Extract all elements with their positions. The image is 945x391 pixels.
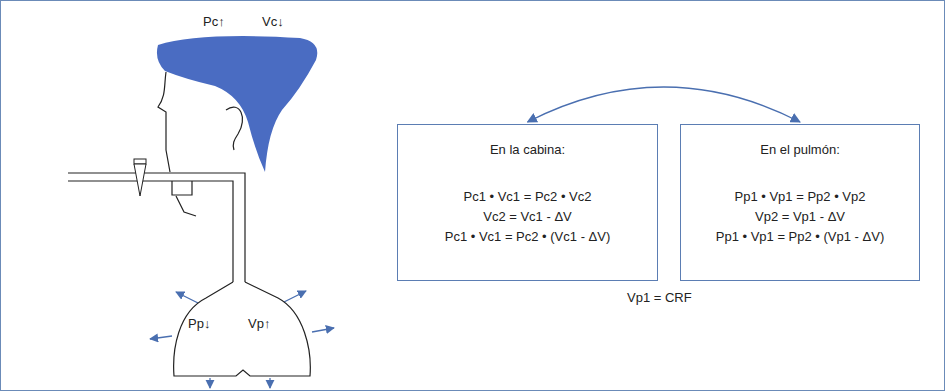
equation: Vp2 = Vp1 - ΔV bbox=[755, 207, 845, 227]
hair bbox=[157, 36, 317, 172]
expansion-arrow bbox=[150, 336, 172, 339]
box-heading: En la cabina: bbox=[490, 140, 565, 160]
expansion-arrow bbox=[312, 328, 334, 332]
equation: Pp1 • Vp1 = Pp2 • (Vp1 - ΔV) bbox=[716, 227, 884, 247]
equation: Pc1 • Vc1 = Pc2 • Vc2 bbox=[464, 187, 592, 207]
equation-box: En la cabina: Pc1 • Vc1 = Pc2 • Vc2Vc2 = … bbox=[397, 124, 658, 281]
tube bbox=[68, 181, 233, 282]
pressure-volume-label: Vc↓ bbox=[262, 14, 284, 30]
expansion-arrow bbox=[176, 292, 198, 303]
box-heading: En el pulmón: bbox=[760, 140, 840, 160]
valve-symbol bbox=[134, 159, 146, 164]
face-profile bbox=[158, 72, 170, 172]
valve-symbol bbox=[134, 164, 146, 196]
expansion-arrow bbox=[209, 378, 210, 388]
note: Vp1 = CRF bbox=[627, 290, 692, 306]
equation: Pp1 • Vp1 = Pp2 • Vp2 bbox=[735, 187, 866, 207]
equation: Vc2 = Vc1 - ΔV bbox=[483, 207, 572, 227]
tube bbox=[68, 173, 245, 282]
mouthpiece bbox=[172, 181, 192, 195]
lung-shape: Pp↓ Vp↑ bbox=[168, 280, 318, 380]
expansion-arrow bbox=[269, 378, 270, 388]
expansion-arrow bbox=[282, 291, 306, 303]
lung-label: Pp↓ bbox=[188, 314, 210, 334]
chin bbox=[176, 196, 196, 216]
lung-label: Vp↑ bbox=[248, 314, 270, 334]
equation-box: En el pulmón: Pp1 • Vp1 = Pp2 • Vp2Vp2 = … bbox=[680, 124, 920, 281]
equation: Pc1 • Vc1 = Pc2 • (Vc1 - ΔV) bbox=[445, 227, 611, 247]
curved-arrow bbox=[528, 87, 801, 122]
pressure-volume-label: Pc↑ bbox=[203, 14, 225, 30]
ear bbox=[226, 107, 242, 150]
